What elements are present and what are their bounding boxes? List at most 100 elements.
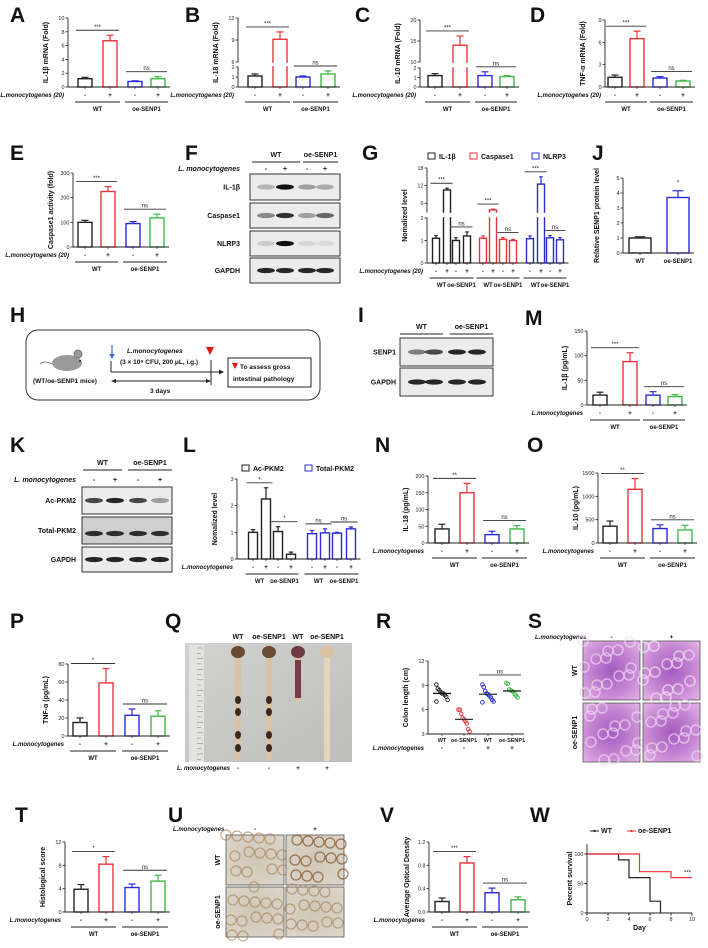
legend-swatch: [304, 464, 313, 472]
group-label: oe-SENP1: [131, 267, 160, 273]
blot-strip: [81, 516, 173, 545]
colon-specimen: [235, 652, 241, 760]
y-tick-label: 12: [418, 659, 424, 665]
protein-band: [316, 212, 334, 219]
survival-curve-1: [587, 853, 692, 879]
treatment-sign: -: [254, 826, 256, 833]
treatment-sign: -: [277, 564, 279, 571]
colon-specimen: [324, 652, 330, 762]
significance-label: *: [283, 516, 286, 522]
experiment-diagram: H (WT/oe-SENP1 mice) L.monocytogenes (3 …: [10, 304, 321, 401]
treatment-sign: -: [491, 548, 493, 555]
group-label: oe-SENP1: [494, 283, 523, 289]
y-tick-label: 50: [577, 882, 583, 888]
protein-band: [298, 267, 316, 274]
legend-label: WT: [601, 828, 613, 835]
group-label: oe-SENP1: [650, 425, 679, 431]
y-tick-label: 6: [598, 40, 601, 46]
bar: [124, 714, 140, 737]
bar: [536, 183, 546, 264]
significance-label: ***: [264, 21, 272, 27]
group-label: oe-SENP1: [131, 932, 160, 938]
bar: [77, 221, 93, 248]
outcome-line-1: To assess gross: [240, 364, 291, 371]
group-label: oe-SENP1: [270, 579, 299, 585]
panel-letter: D: [530, 4, 545, 27]
treatment-sign: +: [486, 745, 490, 752]
panel-letter: B: [185, 4, 200, 27]
bar: [607, 76, 623, 88]
mouse-icon: [39, 349, 83, 371]
y-tick-label: 0: [58, 910, 61, 916]
significance-label: ns: [668, 66, 674, 72]
category-label: WT: [484, 738, 493, 744]
significance-label: ns: [661, 381, 667, 387]
protein-band: [106, 530, 124, 537]
protein-band: [257, 184, 275, 190]
y-tick-label: 150: [574, 329, 583, 335]
panel-letter: V: [380, 804, 394, 827]
panel-letter: I: [358, 304, 364, 327]
ruler: [189, 645, 204, 762]
y-tick-label: 0: [421, 541, 424, 547]
bar: [488, 209, 498, 264]
y-tick-label: 20: [410, 18, 416, 24]
bar: [627, 488, 643, 544]
y-axis-label: IL-10 (pg/mL): [573, 486, 580, 530]
group-label: WT: [450, 932, 460, 938]
treatment-sign: -: [237, 765, 239, 772]
data-point: [467, 729, 472, 734]
blot-row-label: GAPDH: [51, 557, 76, 564]
bar: [442, 189, 452, 264]
bar: [150, 78, 166, 88]
protein-band: [298, 240, 316, 247]
y-tick-label: 12: [417, 184, 423, 190]
protein-band: [448, 349, 466, 355]
panel-letter: S: [528, 610, 542, 633]
treatment-sign: +: [313, 826, 317, 833]
protein-band: [129, 530, 147, 537]
panel-letter: U: [168, 804, 183, 827]
significance-label: ns: [458, 221, 464, 227]
significance-label: ns: [505, 227, 511, 233]
treatment-row-label: L.monocytogenes (20): [170, 93, 234, 99]
bar: [509, 528, 525, 544]
bar: [434, 900, 450, 913]
group-label: oe-SENP1: [455, 324, 489, 331]
treatment-sign: +: [349, 564, 353, 571]
row-label: WT: [215, 854, 222, 866]
y-tick-label: 20: [58, 716, 64, 722]
y-tick-label: 18: [417, 166, 423, 172]
bar: [98, 863, 114, 913]
treatment-sign: -: [131, 917, 133, 924]
legend-swatch: [531, 152, 540, 160]
treatment-sign: +: [325, 765, 329, 772]
bar: [525, 237, 535, 264]
treatment-sign: +: [465, 268, 469, 275]
y-tick-label: 6: [61, 44, 64, 50]
significance-label: ***: [484, 199, 492, 205]
y-axis-label: IL-1β mRNA (Fold): [43, 22, 50, 83]
y-tick-label: 2: [230, 504, 233, 510]
protein-band: [425, 349, 443, 355]
data-point: [491, 699, 496, 704]
treatment-sign: +: [491, 268, 495, 275]
treatment-sign: +: [264, 564, 268, 571]
treatment-sign: -: [80, 917, 82, 924]
bar: [98, 682, 114, 737]
treatment-sign: -: [306, 166, 309, 173]
bar: [427, 74, 443, 88]
significance-label: *: [92, 846, 95, 852]
treatment-sign: -: [482, 268, 484, 275]
category-label: oe-SENP1: [451, 738, 477, 744]
survival-curve-0: [587, 853, 662, 913]
panel-letter: T: [15, 804, 28, 827]
y-tick-label: 100: [574, 354, 583, 360]
treatment-sign: +: [465, 548, 469, 555]
